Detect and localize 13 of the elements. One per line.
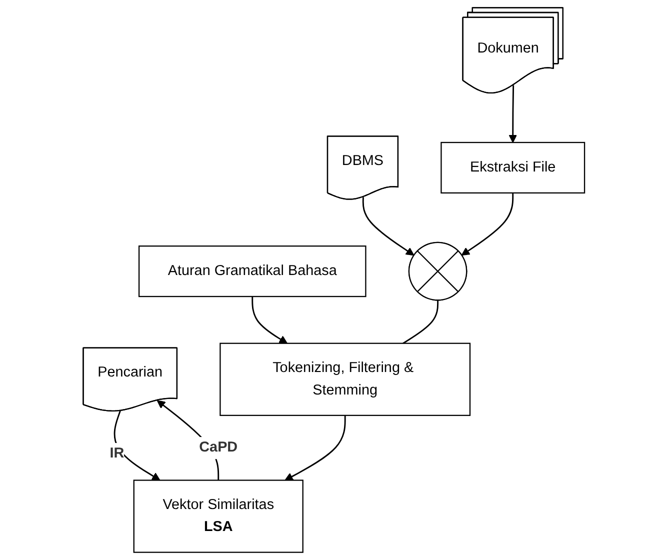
arrow bbox=[113, 410, 160, 481]
arrow bbox=[362, 197, 414, 256]
node-box: Vektor Similaritas LSA bbox=[132, 480, 304, 553]
node-box: Ekstraksi File bbox=[440, 142, 585, 194]
arrow bbox=[460, 192, 514, 256]
edge-label: CaPD bbox=[198, 438, 238, 456]
arrow bbox=[508, 85, 517, 143]
node-box: Tokenizing, Filtering & Stemming bbox=[219, 342, 470, 416]
connector bbox=[402, 300, 438, 344]
arrow bbox=[284, 415, 346, 481]
edge-label: IR bbox=[109, 444, 124, 462]
node-box: Aturan Gramatikal Bahasa bbox=[138, 246, 366, 298]
arrow bbox=[251, 296, 288, 344]
